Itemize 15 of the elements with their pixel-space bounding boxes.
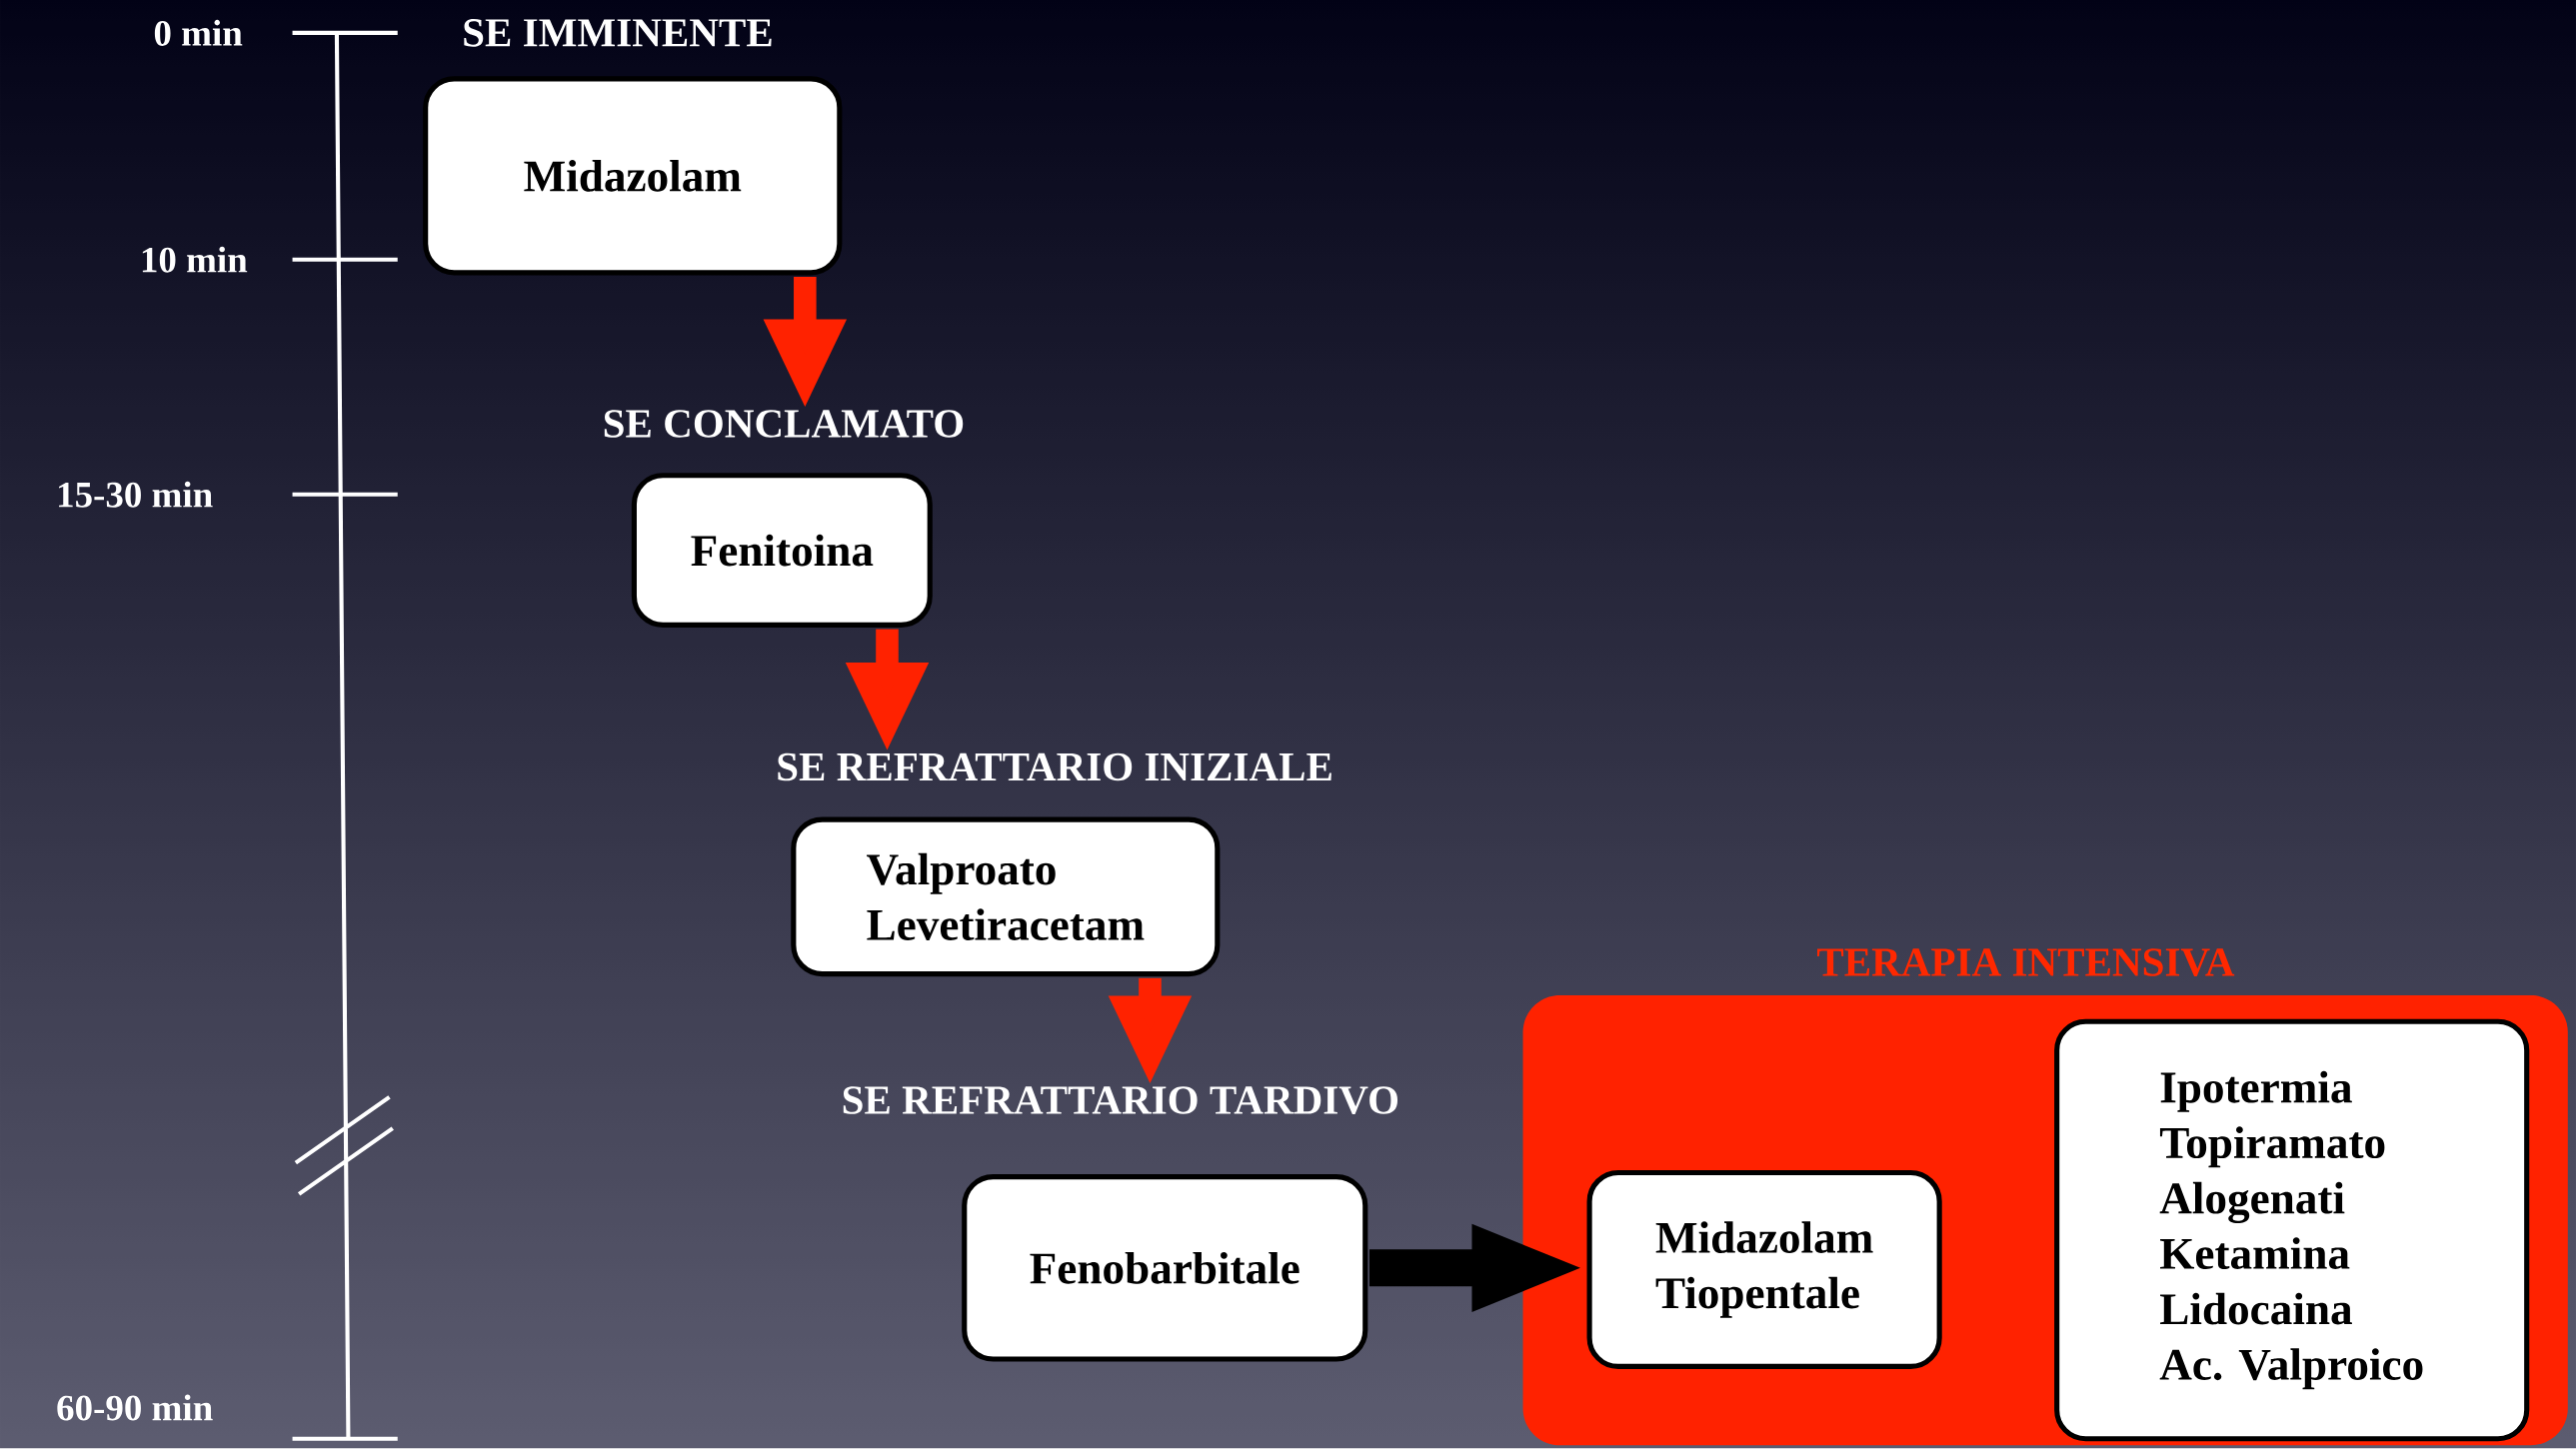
time-label: 0 min: [154, 20, 243, 47]
stage-heading: SE CONCLAMATO: [604, 410, 964, 439]
time-label: 10 min: [142, 246, 248, 273]
drug-box: Fenobarbitale: [962, 1174, 1368, 1362]
time-label: 15-30 min: [59, 481, 213, 508]
drug-box: Midazolam: [423, 76, 843, 276]
stage-heading: SE REFRATTARIO TARDIVO: [843, 1086, 1398, 1115]
stage-heading: TERAPIA INTENSIVA: [1817, 948, 2235, 977]
time-label: 60-90 min: [57, 1394, 213, 1421]
stage-heading: SE IMMINENTE: [464, 19, 772, 47]
drug-box: Valproato Levetiracetam: [791, 816, 1221, 977]
drug-box: Fenitoina: [631, 473, 933, 629]
stage-heading: SE REFRATTARIO INIZIALE: [778, 752, 1331, 781]
drug-box: Midazolam Tiopentale: [1586, 1170, 1942, 1370]
drug-box: Ipotermia Topiramato Alogenati Ketamina Lidocaina Ac. Valproico: [2054, 1018, 2530, 1442]
